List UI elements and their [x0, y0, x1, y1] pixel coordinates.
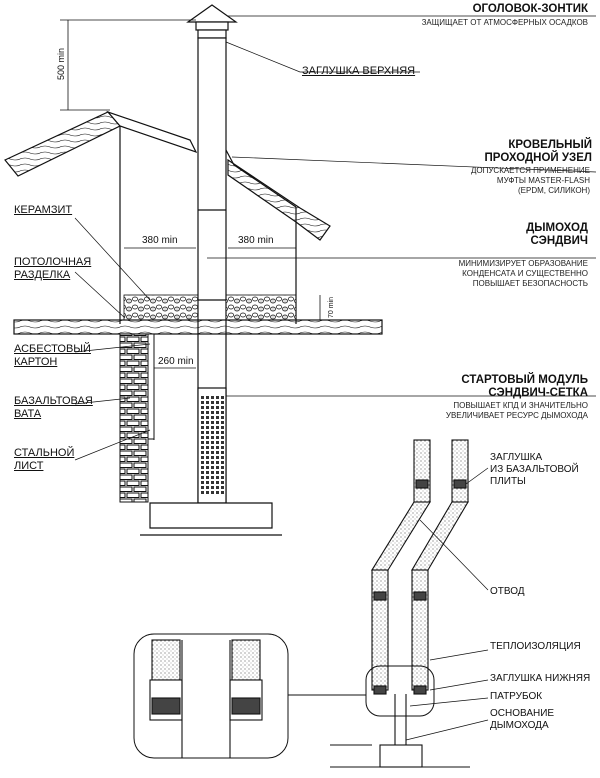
ceiling-label: ПОТОЛОЧНАЯ РАЗДЕЛКА	[14, 256, 92, 281]
top-plug-label: ЗАГЛУШКА ВЕРХНЯЯ	[302, 65, 416, 77]
cap-umbrella	[186, 4, 238, 39]
roof-unit-title: КРОВЕЛЬНЫЙ ПРОХОДНОЙ УЗЕЛ	[484, 139, 592, 164]
dim-fill-height: 70 min	[328, 296, 335, 318]
keramzit-fill	[123, 294, 297, 321]
basalt-plug-label: ЗАГЛУШКА ИЗ БАЗАЛЬТОВОЙ ПЛИТЫ	[490, 452, 579, 487]
cap-title: ОГОЛОВОК-ЗОНТИК	[472, 3, 588, 15]
roof-unit-sub: ДОПУСКАЕТСЯ ПРИМЕНЕНИЕ МУФТЫ MASTER-FLAS…	[470, 166, 590, 195]
keramzit-label: КЕРАМЗИТ	[14, 204, 73, 216]
roof-left	[4, 110, 198, 324]
brick-wall	[119, 333, 155, 503]
dim-left-gap: 380 min	[142, 235, 178, 246]
dimension-lines	[60, 19, 321, 369]
chimney-title: ДЫМОХОД СЭНДВИЧ	[526, 222, 588, 247]
asbestos-label: АСБЕСТОВЫЙ КАРТОН	[14, 343, 91, 368]
elbow-label: ОТВОД	[490, 586, 525, 597]
starter-sub: ПОВЫШАЕТ КПД И ЗНАЧИТЕЛЬНО УВЕЛИЧИВАЕТ Р…	[445, 401, 588, 420]
chimney-sub: МИНИМИЗИРУЕТ ОБРАЗОВАНИЕ КОНДЕНСАТА И СУ…	[458, 259, 588, 288]
chimney-base	[140, 502, 282, 536]
chimney-pipe	[197, 37, 227, 504]
dim-height-above-roof: 500 min	[56, 47, 66, 80]
dim-wall-gap: 260 min	[158, 356, 194, 367]
nozzle-label: ПАТРУБОК	[490, 691, 543, 702]
roof-right	[225, 149, 331, 324]
starter-title: СТАРТОВЫЙ МОДУЛЬ СЭНДВИЧ-СЕТКА	[461, 374, 588, 399]
steel-label: СТАЛЬНОЙ ЛИСТ	[14, 447, 75, 472]
detail-zoom	[149, 639, 263, 758]
cap-sub: ЗАЩИЩАЕТ ОТ АТМОСФЕРНЫХ ОСАДКОВ	[421, 18, 588, 27]
elbow-chimney	[330, 439, 470, 768]
detail-callout	[133, 633, 435, 759]
insulation-label: ТЕПЛОИЗОЛЯЦИЯ	[490, 641, 581, 652]
bottom-plug-label: ЗАГЛУШКА НИЖНЯЯ	[490, 673, 591, 684]
base-label: ОСНОВАНИЕ ДЫМОХОДА	[490, 708, 555, 731]
ceiling-beam	[13, 319, 383, 335]
leader-lines	[74, 15, 597, 461]
basalt-label: БАЗАЛЬТОВАЯ ВАТА	[14, 395, 93, 420]
dim-right-gap: 380 min	[238, 235, 274, 246]
detail-leaders	[405, 467, 489, 741]
